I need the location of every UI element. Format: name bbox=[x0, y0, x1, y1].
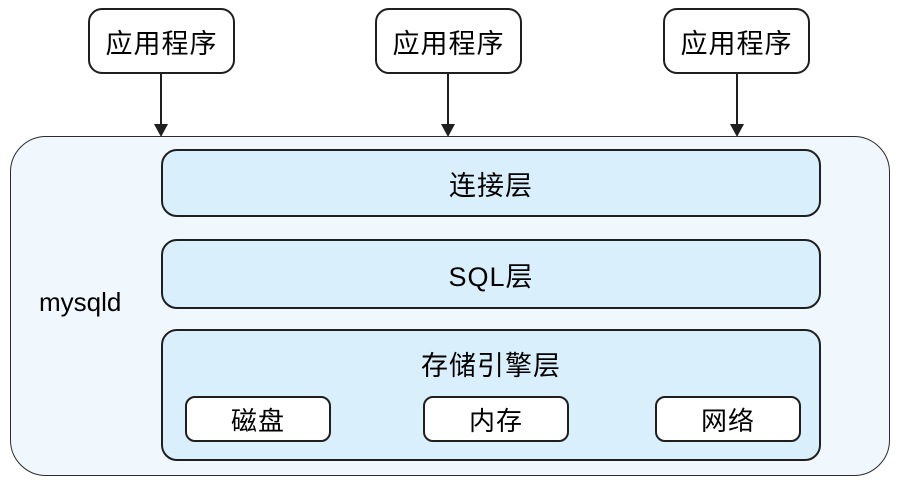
arrow-down-icon bbox=[154, 74, 168, 137]
application-box-2: 应用程序 bbox=[375, 8, 522, 74]
storage-engine-layer-label: 存储引擎层 bbox=[421, 351, 561, 381]
memory-box: 内存 bbox=[423, 396, 569, 442]
disk-box: 磁盘 bbox=[185, 396, 331, 442]
application-label: 应用程序 bbox=[105, 28, 218, 59]
application-box-3: 应用程序 bbox=[663, 8, 810, 74]
memory-label: 内存 bbox=[468, 405, 523, 436]
network-label: 网络 bbox=[700, 405, 755, 436]
sql-layer-label: SQL层 bbox=[448, 261, 534, 292]
network-box: 网络 bbox=[655, 396, 801, 442]
storage-engine-layer: 存储引擎层 磁盘 内存 网络 bbox=[161, 329, 821, 461]
arrow-stem bbox=[447, 74, 449, 126]
arrow-head bbox=[154, 124, 168, 137]
arrow-stem bbox=[736, 74, 738, 126]
arrow-down-icon bbox=[730, 74, 744, 137]
mysqld-label: mysqld bbox=[39, 287, 122, 317]
arrow-stem bbox=[160, 74, 162, 126]
sql-layer: SQL层 bbox=[161, 239, 821, 309]
mysqld-container: mysqld 连接层 SQL层 存储引擎层 磁盘 内存 网络 bbox=[10, 136, 890, 476]
application-label: 应用程序 bbox=[680, 28, 793, 59]
arrow-down-icon bbox=[441, 74, 455, 137]
arrow-head bbox=[730, 124, 744, 137]
connection-layer: 连接层 bbox=[161, 149, 821, 217]
arrow-head bbox=[441, 124, 455, 137]
application-box-1: 应用程序 bbox=[88, 8, 235, 74]
application-label: 应用程序 bbox=[392, 28, 505, 59]
disk-label: 磁盘 bbox=[230, 405, 285, 436]
connection-layer-label: 连接层 bbox=[449, 170, 533, 201]
